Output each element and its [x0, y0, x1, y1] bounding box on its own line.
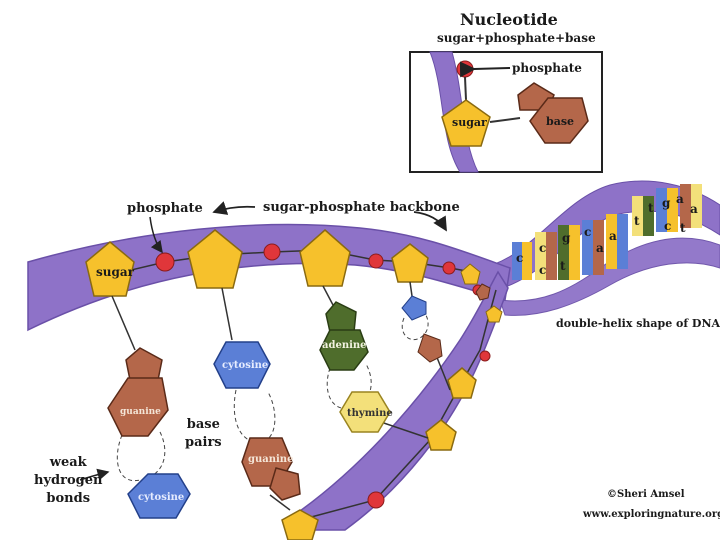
inset-phosphate-arrow [459, 61, 511, 78]
backbone-arrow-right [413, 211, 447, 232]
copyright-label: ©Sheri Amsel [607, 489, 685, 500]
cytosine-mid-base: cytosine [213, 341, 271, 389]
helix-letters: t g a t c c a g c t c c a t a [516, 192, 698, 277]
helix-front-strand [499, 237, 720, 316]
svg-text:t: t [560, 259, 566, 273]
guanine-mid-label: guanine [248, 454, 293, 465]
hydrogen-bond-outlines [116, 311, 429, 482]
svg-text:a: a [676, 192, 684, 206]
inset-base-label: base [546, 115, 574, 128]
cytosine-left-base: cytosine [127, 473, 191, 519]
svg-text:t: t [680, 221, 686, 235]
guanine-left-base: guanine [107, 347, 169, 437]
base-stems [111, 281, 451, 511]
svg-text:t: t [634, 214, 640, 228]
base-pairs-label: base pairs [185, 417, 222, 450]
guanine-left-label: guanine [120, 407, 161, 417]
svg-text:a: a [609, 229, 617, 243]
website-label: www.exploringnature.org [583, 509, 720, 520]
cytosine-left-label: cytosine [138, 492, 184, 503]
svg-text:c: c [516, 251, 523, 265]
svg-text:g: g [662, 196, 671, 210]
svg-text:c: c [584, 225, 591, 239]
svg-text:c: c [539, 263, 546, 277]
thymine-base: thymine [339, 391, 393, 433]
inset-base-hexagon [529, 97, 589, 144]
weak-hydrogen-bonds-label: weak hydrogen bonds [34, 455, 103, 506]
lower-backbone-strand [289, 270, 509, 531]
thymine-label: thymine [347, 408, 393, 419]
helix-rungs [512, 184, 702, 280]
svg-text:c: c [539, 241, 546, 255]
backbone-label: sugar-phosphate backbone [263, 200, 460, 215]
adenine-label: adenine [322, 340, 367, 351]
phosphate-pointer-arrow [149, 216, 163, 254]
sugar-group [85, 229, 503, 541]
nucleotide-title: Nucleotide [460, 10, 558, 29]
nucleotide-subtitle: sugar+phosphate+base [437, 31, 596, 45]
main-sugar-label: sugar [96, 265, 135, 279]
hydrogen-bond-pointer-arrow [79, 468, 110, 481]
svg-text:a: a [596, 241, 604, 255]
backbone-arrow-left [212, 201, 256, 215]
inset-phosphate-circle [456, 60, 474, 78]
svg-text:t: t [648, 201, 654, 215]
main-phosphate-label: phosphate [127, 201, 203, 216]
distant-bases [401, 283, 491, 363]
svg-text:a: a [690, 202, 698, 216]
svg-text:g: g [562, 231, 571, 245]
inset-sugar-label: sugar [452, 116, 487, 129]
inset-sugar-pentagon [441, 99, 491, 147]
cytosine-mid-label: cytosine [222, 360, 268, 371]
inset-phosphate-label: phosphate [512, 61, 582, 75]
guanine-mid-base: guanine [241, 437, 301, 501]
svg-text:c: c [664, 219, 671, 233]
adenine-base: adenine [319, 301, 369, 371]
helix-shape-label: double-helix shape of DNA [556, 317, 720, 330]
